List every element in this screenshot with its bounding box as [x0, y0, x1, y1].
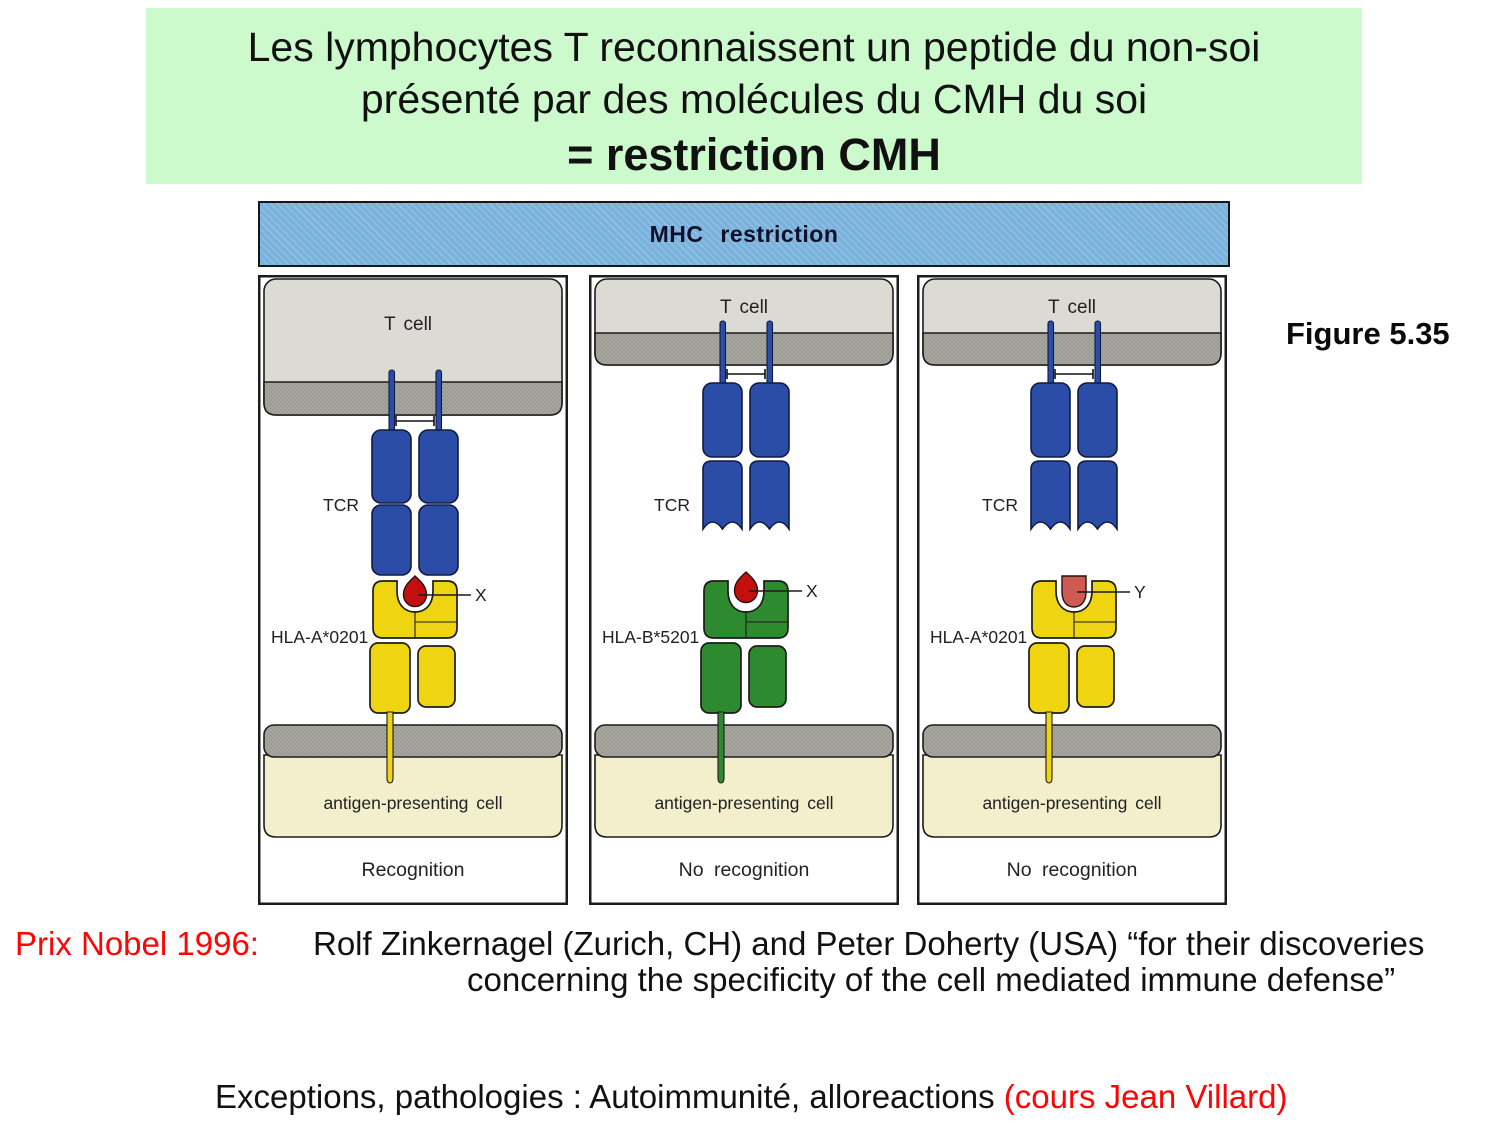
- tcr-pairing-arrow: [1054, 369, 1094, 379]
- title-line-2: présenté par des molécules du CMH du soi: [360, 76, 1148, 122]
- mhc-peptide-groove: [1031, 580, 1117, 639]
- t-cell-membrane: [922, 332, 1222, 366]
- tcr-stalk-left: [1047, 320, 1055, 388]
- peptide-label: X: [806, 581, 818, 601]
- nobel-credit-line-1: Rolf Zinkernagel (Zurich, CH) and Peter …: [313, 925, 1425, 962]
- tcr-domain: [371, 504, 412, 576]
- mhc-anchor-stem: [1045, 711, 1053, 784]
- mhc-alpha3-domain: [700, 642, 742, 714]
- title-line-1: Les lymphocytes T reconnaissent un pepti…: [247, 24, 1261, 70]
- peptide-y: [1061, 575, 1087, 608]
- tcr-pairing-arrow: [395, 416, 435, 426]
- tcr-stalk-right: [435, 369, 443, 433]
- mhc-domain-divider: [1073, 612, 1116, 638]
- figure-caption: Figure 5.35: [1286, 316, 1450, 351]
- tcr-domain: [1077, 382, 1118, 458]
- figure-header-bar: MHC restriction: [258, 201, 1230, 267]
- title-box: Les lymphocytes T reconnaissent un pepti…: [146, 8, 1362, 184]
- tcr-stalk-right: [1094, 320, 1102, 388]
- apc-membrane: [263, 724, 563, 758]
- result-label: No recognition: [679, 859, 810, 881]
- mhc-alpha3-domain: [1028, 642, 1070, 714]
- apc-body: [263, 754, 563, 838]
- tcr-domain: [702, 382, 743, 458]
- peptide-label: Y: [1134, 582, 1146, 602]
- mhc-domain-divider: [414, 612, 457, 638]
- panel-no-recognition-peptide: T cell Y TCR HLA-A*0201 antigen-presenti…: [917, 275, 1227, 905]
- tcr-domain: [749, 382, 790, 458]
- nobel-prize-label: Prix Nobel 1996:: [15, 925, 259, 962]
- mhc-domain-divider: [745, 612, 788, 638]
- tcr-domain-free-end: [1030, 460, 1071, 532]
- mhc-b2m-domain: [748, 645, 787, 708]
- mhc-anchor-stem: [717, 711, 725, 784]
- mhc-alpha3-domain: [369, 642, 411, 714]
- mhc-b2m-domain: [1076, 645, 1115, 708]
- tcr-label: TCR: [982, 495, 1018, 515]
- apc-label: antigen-presenting cell: [654, 793, 833, 813]
- t-cell-label: T cell: [720, 297, 768, 318]
- footer-note-black: Exceptions, pathologies : Autoimmunité, …: [215, 1078, 1004, 1115]
- footer-note-red: (cours Jean Villard): [1003, 1078, 1288, 1115]
- tcr-domain-free-end: [749, 460, 790, 532]
- panel-no-recognition-mhc: T cell X TCR HLA-B*5201 antigen-presenti…: [589, 275, 899, 905]
- tcr-label: TCR: [323, 495, 359, 515]
- peptide-x: [402, 575, 428, 608]
- apc-label: antigen-presenting cell: [982, 793, 1161, 813]
- mhc-b2m-domain: [417, 645, 456, 708]
- footer-note: Exceptions, pathologies : Autoimmunité, …: [215, 1078, 1287, 1116]
- mhc-anchor-stem: [386, 711, 394, 784]
- mhc-label: HLA-A*0201: [271, 627, 368, 647]
- tcr-stalk-left: [719, 320, 727, 388]
- apc-membrane: [922, 724, 1222, 758]
- title-line-3: = restriction CMH: [567, 129, 941, 180]
- t-cell-label: T cell: [1048, 297, 1096, 318]
- tcr-domain: [1030, 382, 1071, 458]
- nobel-credit-line-2: concerning the specificity of the cell m…: [467, 961, 1396, 998]
- result-label: No recognition: [1007, 859, 1138, 881]
- tcr-domain: [371, 429, 412, 504]
- mhc-label: HLA-B*5201: [602, 627, 699, 647]
- apc-membrane: [594, 724, 894, 758]
- t-cell-membrane: [594, 332, 894, 366]
- tcr-domain: [418, 504, 459, 576]
- tcr-domain-free-end: [1077, 460, 1118, 532]
- t-cell-membrane: [263, 381, 563, 416]
- apc-body: [594, 754, 894, 838]
- mhc-label: HLA-A*0201: [930, 627, 1027, 647]
- tcr-pairing-arrow: [726, 369, 766, 379]
- tcr-domain: [418, 429, 459, 504]
- t-cell-label: T cell: [384, 314, 432, 335]
- result-label: Recognition: [362, 859, 465, 881]
- apc-label: antigen-presenting cell: [323, 793, 502, 813]
- peptide-label: X: [475, 585, 487, 605]
- peptide-x: [733, 571, 759, 604]
- tcr-stalk-right: [766, 320, 774, 388]
- tcr-label: TCR: [654, 495, 690, 515]
- apc-body: [922, 754, 1222, 838]
- tcr-stalk-left: [388, 369, 396, 433]
- figure-header-text: MHC restriction: [649, 220, 839, 247]
- panel-recognition: T cell X TCR HLA-A*0201 antigen-presenti…: [258, 275, 568, 905]
- tcr-domain-free-end: [702, 460, 743, 532]
